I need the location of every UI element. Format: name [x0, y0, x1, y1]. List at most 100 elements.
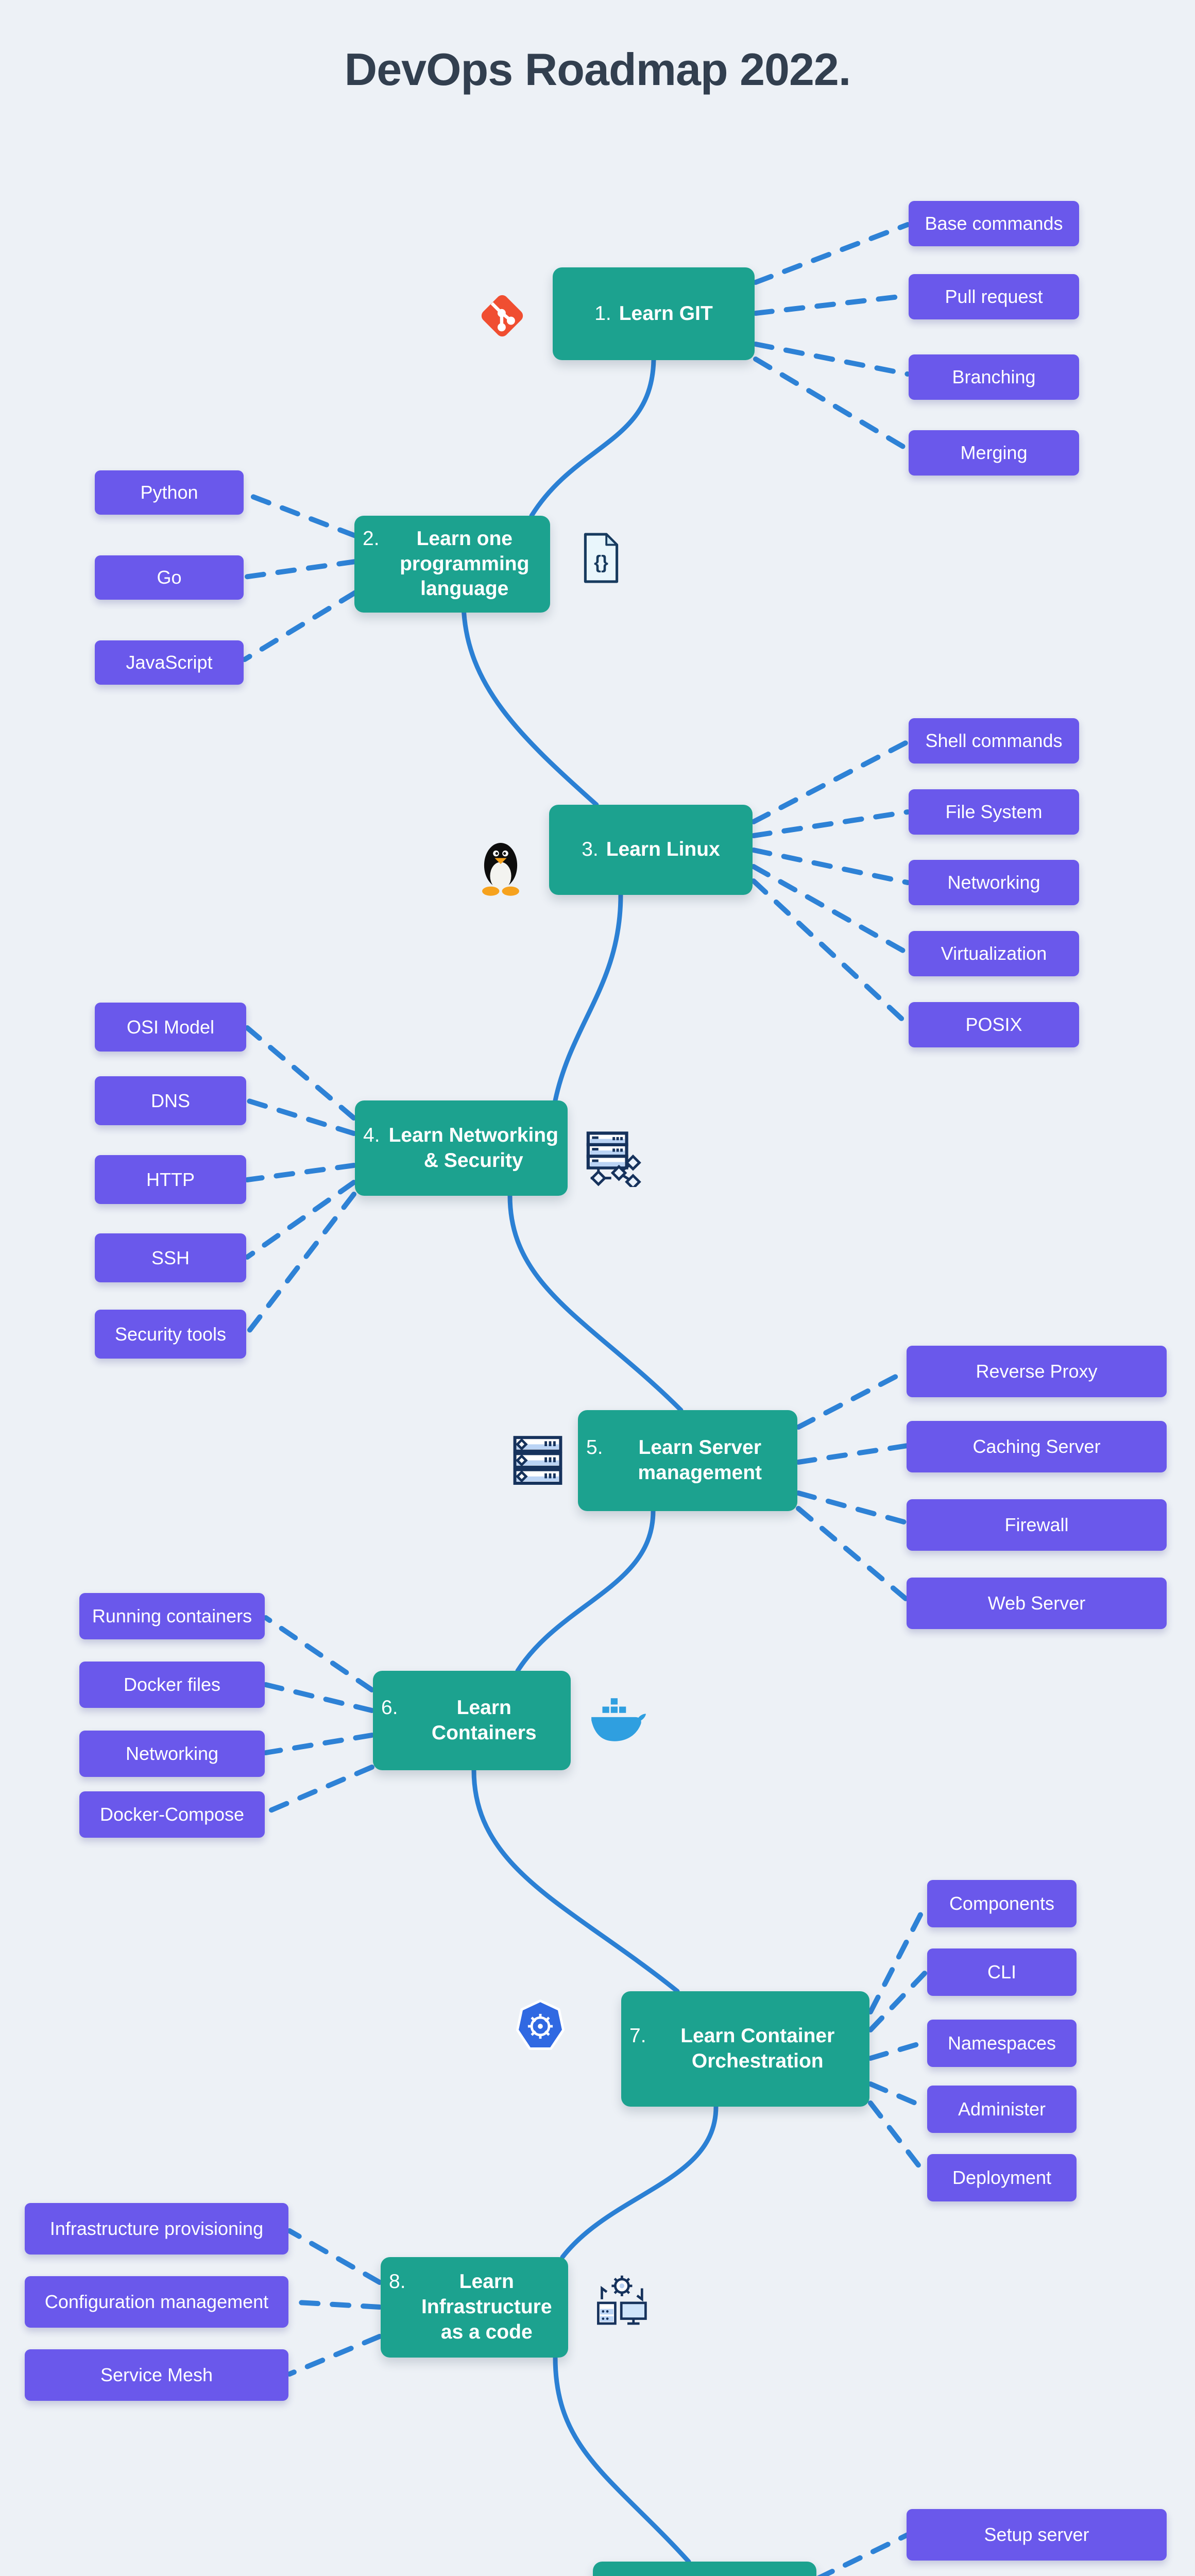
topic-label: Namespaces [947, 2032, 1056, 2054]
topic-label: Networking [125, 1743, 219, 1764]
topic-posix: POSIX [909, 1002, 1079, 1047]
topic-networking-containers: Networking [79, 1731, 265, 1777]
node-label: Learn Infrastructure as a code [421, 2270, 552, 2343]
topic-label: Reverse Proxy [976, 1361, 1098, 1382]
topic-python: Python [95, 470, 244, 515]
topic-label: File System [945, 801, 1043, 822]
node-number: 8. [389, 2270, 406, 2293]
topic-namespaces: Namespaces [927, 2020, 1077, 2067]
topic-setup-server: Setup server [907, 2509, 1167, 2561]
node-learn-git: 1. Learn GIT [553, 267, 755, 360]
topic-label: Web Server [987, 1592, 1086, 1614]
topic-components: Components [927, 1880, 1077, 1927]
topic-firewall: Firewall [907, 1499, 1167, 1551]
topic-label: Docker-Compose [99, 1804, 245, 1825]
topic-label: SSH [151, 1247, 190, 1268]
topic-pull-request: Pull request [909, 274, 1079, 319]
topic-label: Deployment [952, 2167, 1052, 2188]
topic-cli: CLI [927, 1948, 1077, 1996]
topic-infrastructure-provisioning: Infrastructure provisioning [25, 2203, 288, 2255]
node-learn-infrastructure-as-code: 8. Learn Infrastructure as a code [381, 2257, 568, 2358]
node-number: 7. [629, 2025, 646, 2047]
topic-merging: Merging [909, 430, 1079, 476]
server-rack-icon [510, 1433, 566, 1490]
topic-label: Merging [960, 442, 1028, 463]
topic-docker-files: Docker files [79, 1662, 265, 1708]
git-icon [475, 289, 530, 343]
topic-javascript: JavaScript [95, 640, 244, 685]
node-number: 6. [381, 1696, 398, 1719]
docker-whale-icon [588, 1696, 646, 1744]
topic-label: HTTP [146, 1168, 195, 1190]
node-label: Learn GIT [619, 302, 713, 325]
node-learn-server-management: 5. Learn Server management [578, 1410, 797, 1511]
topic-administer: Administer [927, 2086, 1077, 2133]
topic-label: Caching Server [972, 1436, 1101, 1457]
topic-label: Administer [958, 2098, 1046, 2120]
topic-branching: Branching [909, 354, 1079, 400]
topic-label: Base commands [925, 213, 1063, 234]
topic-label: Docker files [123, 1674, 221, 1695]
node-label: Learn Containers [431, 1696, 537, 1744]
topic-go: Go [95, 555, 244, 600]
node-learn-containers: 6. Learn Containers [373, 1671, 571, 1770]
topic-configuration-management: Configuration management [25, 2276, 288, 2328]
node-number: 5. [586, 1436, 603, 1459]
topic-ssh: SSH [95, 1233, 246, 1282]
kubernetes-icon [515, 1999, 566, 2054]
topic-label: Infrastructure provisioning [49, 2218, 264, 2239]
topic-label: Shell commands [925, 730, 1063, 751]
topic-deployment: Deployment [927, 2154, 1077, 2201]
topic-label: Pull request [945, 286, 1043, 307]
iac-gear-icon [593, 2272, 651, 2328]
network-security-server-icon [585, 1129, 647, 1187]
topic-label: Setup server [984, 2524, 1089, 2545]
topic-running-containers: Running containers [79, 1593, 265, 1639]
node-number: 4. [363, 1124, 380, 1146]
node-number: 2. [363, 527, 380, 550]
topic-label: DNS [150, 1090, 190, 1111]
topic-label: Configuration management [44, 2291, 269, 2312]
node-learn-container-orchestration: 7. Learn Container Orchestration [621, 1991, 869, 2107]
code-file-icon: {} [581, 532, 621, 584]
topic-label: Firewall [1004, 1514, 1069, 1535]
node-label: Learn Server management [638, 1436, 762, 1484]
topic-docker-compose: Docker-Compose [79, 1791, 265, 1838]
topic-label: Virtualization [941, 943, 1047, 964]
node-label: Learn Linux [606, 838, 720, 861]
topic-label: OSI Model [126, 1016, 215, 1038]
node-number: 3. [582, 838, 599, 861]
topic-web-server: Web Server [907, 1578, 1167, 1629]
topic-dns: DNS [95, 1076, 246, 1125]
topic-security-tools: Security tools [95, 1310, 246, 1359]
topic-label: Python [140, 482, 198, 503]
topic-osi-model: OSI Model [95, 1003, 246, 1052]
node-number: 1. [594, 302, 611, 325]
topic-reverse-proxy: Reverse Proxy [907, 1346, 1167, 1397]
node-label: Learn Container Orchestration [680, 2025, 835, 2072]
svg-text:{}: {} [594, 552, 608, 572]
topic-label: Service Mesh [100, 2364, 213, 2385]
node-label: Learn one programming language [400, 527, 530, 600]
topic-label: Go [157, 567, 182, 588]
topic-label: Security tools [114, 1323, 227, 1345]
topic-caching-server: Caching Server [907, 1421, 1167, 1472]
node-learn-programming-language: 2. Learn one programming language [354, 516, 550, 613]
topic-http: HTTP [95, 1155, 246, 1204]
node-label: Learn Networking & Security [388, 1124, 558, 1172]
topic-shell-commands: Shell commands [909, 718, 1079, 764]
topic-label: Networking [947, 872, 1040, 893]
topic-base-commands: Base commands [909, 201, 1079, 246]
topic-virtualization: Virtualization [909, 931, 1079, 976]
page-title: DevOps Roadmap 2022. [344, 44, 851, 95]
node-learn-linux: 3. Learn Linux [549, 805, 753, 895]
topic-label: Running containers [92, 1605, 252, 1626]
linux-tux-icon [474, 834, 527, 896]
topic-networking-linux: Networking [909, 860, 1079, 905]
topic-file-system: File System [909, 789, 1079, 835]
topic-label: Components [949, 1893, 1055, 1914]
node-learn-cicd: 9.Learn CI/CD [593, 2562, 816, 2576]
topic-label: JavaScript [126, 652, 213, 673]
